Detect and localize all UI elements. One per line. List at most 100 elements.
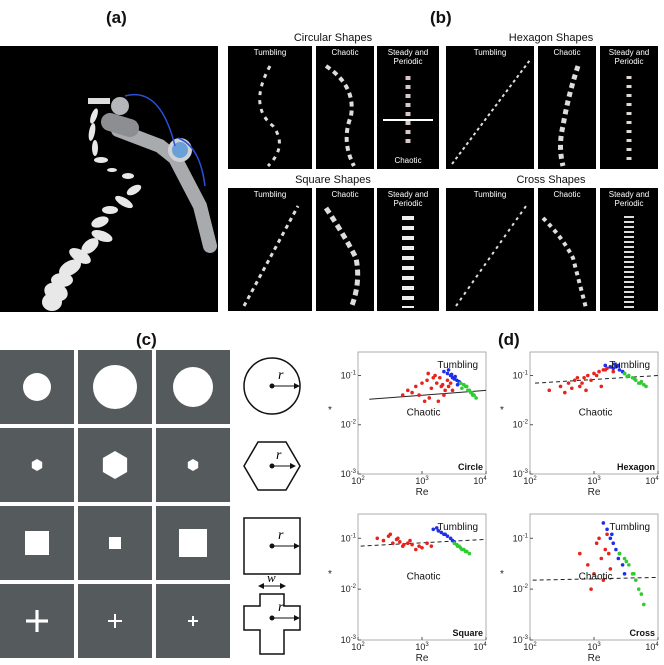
annotation-tumbling: Tumbling bbox=[437, 522, 478, 533]
plot-area bbox=[529, 513, 659, 641]
strip-label: Steady and Periodic bbox=[608, 48, 650, 66]
data-point bbox=[417, 393, 421, 397]
data-point bbox=[612, 362, 617, 366]
data-point bbox=[466, 388, 470, 393]
data-point bbox=[417, 544, 421, 548]
y-tick-label: 10-2 bbox=[513, 584, 529, 594]
data-point bbox=[632, 377, 637, 381]
data-point bbox=[616, 363, 621, 368]
data-point bbox=[470, 393, 475, 397]
data-point bbox=[460, 386, 464, 391]
data-point bbox=[410, 542, 414, 547]
data-point bbox=[446, 384, 451, 389]
data-point bbox=[636, 587, 641, 591]
x-axis-label: Re bbox=[416, 487, 429, 498]
shape-schematics: r r r r w bbox=[238, 350, 306, 660]
data-point bbox=[391, 541, 395, 545]
x-tick-label: 104 bbox=[473, 642, 487, 652]
robot-arm-photo bbox=[0, 46, 218, 312]
data-point bbox=[422, 399, 427, 404]
group-title-square: Square Shapes bbox=[295, 174, 371, 186]
data-point bbox=[582, 375, 586, 380]
cross-schematic bbox=[243, 583, 301, 655]
y-axis-label: * bbox=[328, 405, 332, 416]
y-tick-label: 10-3 bbox=[513, 635, 529, 645]
data-point bbox=[431, 527, 436, 532]
data-point bbox=[467, 551, 472, 556]
strip-label: Steady and Periodic bbox=[387, 48, 429, 66]
data-point bbox=[584, 388, 588, 393]
strip-sub-label: Chaotic bbox=[394, 156, 422, 165]
circular-steady-strip: Steady and Periodic Chaotic bbox=[377, 46, 439, 169]
data-point bbox=[634, 578, 638, 582]
data-point bbox=[396, 536, 400, 541]
data-point bbox=[599, 556, 604, 561]
data-point bbox=[599, 384, 604, 389]
strip-label: Tumbling bbox=[253, 190, 287, 199]
sample-photo-circle bbox=[0, 350, 74, 424]
y-tick-label: 10-3 bbox=[341, 635, 357, 645]
data-point bbox=[605, 532, 609, 537]
data-point bbox=[601, 578, 606, 582]
y-tick-label: 10-2 bbox=[513, 420, 529, 430]
annotation-chaotic: Chaotic bbox=[579, 572, 613, 583]
data-point bbox=[594, 541, 599, 545]
data-point bbox=[603, 368, 608, 372]
x-tick-label: 104 bbox=[473, 476, 487, 486]
y-tick-label: 10-1 bbox=[513, 370, 529, 380]
y-axis-label: * bbox=[328, 569, 332, 580]
annotation-tumbling: Tumbling bbox=[437, 360, 478, 371]
shape-name-label: Circle bbox=[458, 462, 483, 472]
x-axis-label: Re bbox=[588, 487, 601, 498]
data-point bbox=[638, 381, 643, 385]
y-tick-label: 10-1 bbox=[341, 533, 357, 543]
data-point bbox=[589, 378, 593, 383]
data-point bbox=[632, 572, 636, 576]
data-point bbox=[603, 547, 608, 552]
data-point bbox=[644, 384, 648, 389]
data-point bbox=[611, 369, 616, 374]
plot-area bbox=[357, 351, 487, 475]
data-point bbox=[388, 532, 393, 537]
data-point bbox=[642, 602, 646, 607]
data-point bbox=[434, 526, 439, 530]
data-point bbox=[639, 592, 644, 596]
strip-label: Steady and Periodic bbox=[608, 190, 650, 208]
data-point bbox=[438, 375, 442, 380]
sample-photo-cross bbox=[0, 584, 74, 658]
fit-line bbox=[369, 389, 487, 400]
data-point bbox=[443, 532, 447, 537]
data-point bbox=[420, 545, 424, 550]
r-label-square: r bbox=[278, 528, 284, 543]
x-tick-label: 103 bbox=[415, 476, 429, 486]
hexagon-schematic bbox=[243, 441, 301, 491]
data-point bbox=[620, 563, 625, 567]
data-point bbox=[440, 382, 445, 387]
data-point bbox=[413, 547, 418, 552]
data-point bbox=[614, 547, 618, 552]
strip-label: Chaotic bbox=[553, 190, 581, 199]
y-tick-label: 10-2 bbox=[341, 420, 357, 430]
hexagon-tumbling-strip: Tumbling bbox=[446, 46, 534, 169]
hexagon-chaotic-strip: Chaotic bbox=[538, 46, 596, 169]
data-point bbox=[448, 381, 453, 385]
y-axis-label: * bbox=[500, 569, 504, 580]
data-point bbox=[460, 547, 464, 552]
data-point bbox=[608, 536, 613, 541]
data-point bbox=[578, 384, 582, 389]
x-tick-label: 103 bbox=[415, 642, 429, 652]
panel-label-a: (a) bbox=[106, 8, 127, 27]
sample-photo-square bbox=[156, 506, 230, 580]
data-point bbox=[622, 371, 627, 376]
data-point bbox=[429, 544, 434, 548]
strip-label: Steady and Periodic bbox=[387, 190, 429, 208]
y-tick-label: 10-3 bbox=[341, 469, 357, 479]
sample-photo-square bbox=[0, 506, 74, 580]
data-point bbox=[436, 529, 441, 533]
data-point bbox=[580, 381, 584, 385]
sample-photo-cross bbox=[78, 584, 152, 658]
x-tick-label: 102 bbox=[351, 476, 365, 486]
